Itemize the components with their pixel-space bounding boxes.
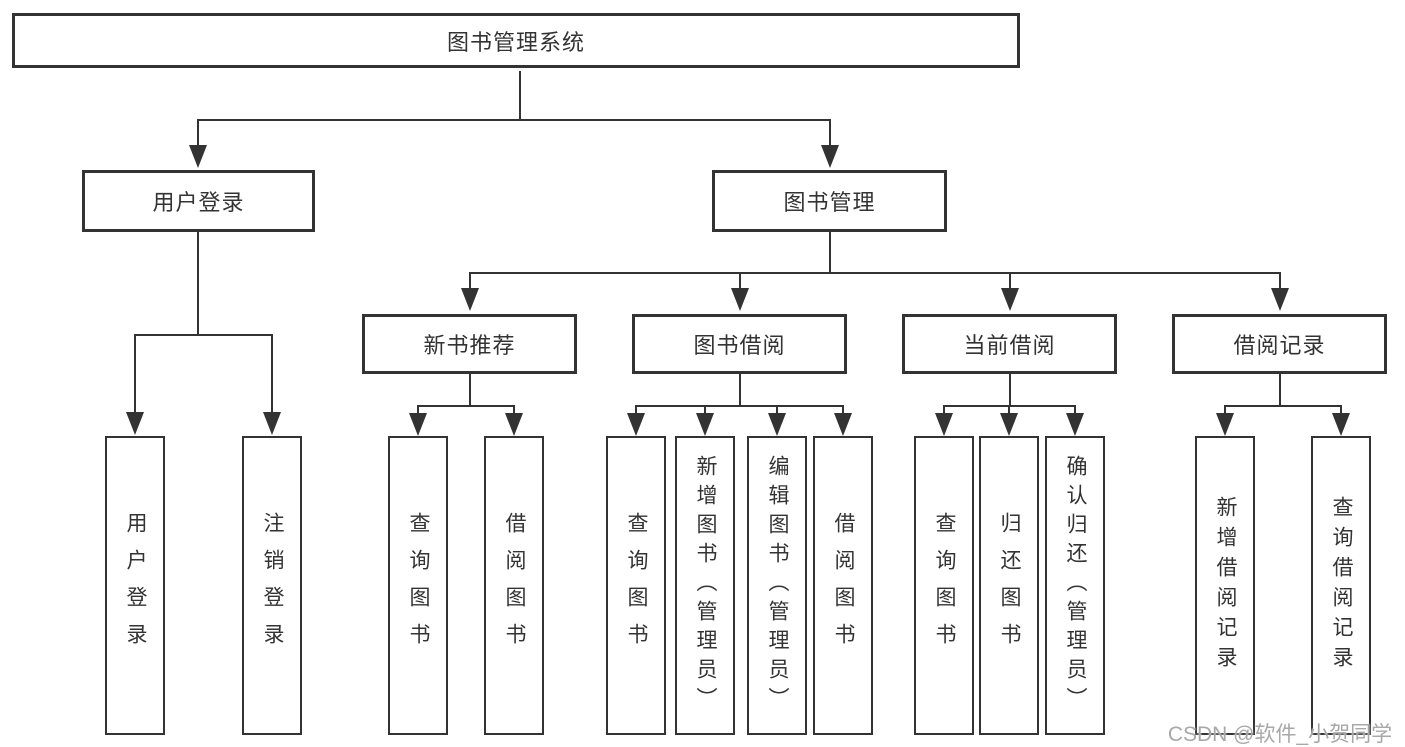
leaf-label: 新增图书（管理员）: [694, 455, 717, 716]
leaf-query-books-current: 查询图书: [914, 436, 974, 735]
arrow-down-icon: [821, 145, 839, 168]
connector-vline: [738, 374, 742, 406]
connector-hline: [196, 118, 832, 122]
node-book-borrowing: 图书借阅: [632, 314, 847, 374]
arrow-down-icon: [1216, 413, 1234, 436]
connector-hline: [942, 404, 1077, 408]
connector-vline: [942, 406, 946, 414]
connector-vline: [1073, 406, 1077, 414]
arrow-down-icon: [505, 413, 523, 436]
leaf-query-books-borrowing: 查询图书: [606, 436, 666, 735]
arrow-down-icon: [409, 413, 427, 436]
arrow-down-icon: [1001, 288, 1019, 311]
arrow-down-icon: [1000, 413, 1018, 436]
connector-vline: [703, 406, 707, 414]
leaf-label: 编辑图书（管理员）: [766, 455, 789, 716]
arrow-down-icon: [768, 413, 786, 436]
connector-vline: [1008, 374, 1012, 406]
leaf-borrow-books-borrowing: 借阅图书: [813, 436, 873, 735]
arrow-down-icon: [1332, 413, 1350, 436]
arrow-down-icon: [834, 413, 852, 436]
arrow-down-icon: [731, 288, 749, 311]
connector-hline: [1223, 404, 1343, 408]
arrow-down-icon: [263, 412, 281, 435]
connector-vline: [1223, 406, 1227, 414]
connector-vline: [1007, 406, 1011, 414]
connector-vline: [1278, 273, 1282, 289]
connector-hline: [133, 333, 274, 337]
connector-vline: [841, 406, 845, 414]
connector-vline: [270, 335, 274, 413]
leaf-label: 新增借阅记录: [1214, 495, 1237, 676]
connector-vline: [133, 335, 137, 413]
leaf-add-books-admin: 新增图书（管理员）: [675, 436, 735, 735]
connector-vline: [196, 232, 200, 335]
connector-hline: [634, 404, 845, 408]
connector-vline: [512, 406, 516, 414]
leaf-label: 查询图书: [625, 511, 648, 660]
connector-vline: [468, 374, 472, 406]
connector-vline: [468, 273, 472, 289]
leaf-query-borrow-record: 查询借阅记录: [1311, 436, 1371, 735]
node-new-book-recommendation: 新书推荐: [362, 314, 577, 374]
connector-vline: [1008, 273, 1012, 289]
connector-hline: [416, 404, 516, 408]
arrow-down-icon: [1066, 413, 1084, 436]
connector-vline: [738, 273, 742, 289]
connector-vline: [775, 406, 779, 414]
leaf-borrow-books-recommend: 借阅图书: [484, 436, 544, 735]
arrow-down-icon: [1271, 288, 1289, 311]
connector-hline: [468, 271, 1282, 275]
leaf-confirm-return-admin: 确认归还（管理员）: [1045, 436, 1105, 735]
arrow-down-icon: [189, 145, 207, 168]
arrow-down-icon: [461, 288, 479, 311]
connector-vline: [1339, 406, 1343, 414]
connector-vline: [1278, 374, 1282, 406]
leaf-label: 借阅图书: [503, 511, 526, 660]
node-borrowing-records: 借阅记录: [1172, 314, 1387, 374]
connector-vline: [196, 120, 200, 146]
connector-vline: [416, 406, 420, 414]
arrow-down-icon: [126, 412, 144, 435]
connector-vline: [634, 406, 638, 414]
node-library-management-system: 图书管理系统: [12, 13, 1020, 68]
leaf-label: 注销登录: [261, 511, 284, 660]
connector-vline: [518, 71, 522, 120]
leaf-label: 归还图书: [998, 511, 1021, 660]
leaf-label: 确认归还（管理员）: [1064, 455, 1087, 716]
arrow-down-icon: [696, 413, 714, 436]
arrow-down-icon: [627, 413, 645, 436]
node-user-login: 用户登录: [82, 170, 315, 232]
leaf-return-books: 归还图书: [979, 436, 1039, 735]
leaf-label: 查询图书: [407, 511, 430, 660]
node-book-management: 图书管理: [712, 170, 947, 232]
leaf-logout: 注销登录: [242, 436, 302, 735]
leaf-label: 用户登录: [124, 511, 147, 660]
leaf-user-login: 用户登录: [105, 436, 165, 735]
leaf-label: 查询借阅记录: [1330, 495, 1353, 676]
leaf-label: 查询图书: [933, 511, 956, 660]
leaf-edit-books-admin: 编辑图书（管理员）: [747, 436, 807, 735]
leaf-add-borrow-record: 新增借阅记录: [1195, 436, 1255, 735]
csdn-watermark: CSDN @软件_小贺同学: [1167, 723, 1393, 746]
connector-vline: [828, 232, 832, 273]
connector-vline: [828, 120, 832, 146]
node-current-borrowing: 当前借阅: [902, 314, 1117, 374]
leaf-label: 借阅图书: [832, 511, 855, 660]
leaf-query-books-recommend: 查询图书: [388, 436, 448, 735]
arrow-down-icon: [935, 413, 953, 436]
